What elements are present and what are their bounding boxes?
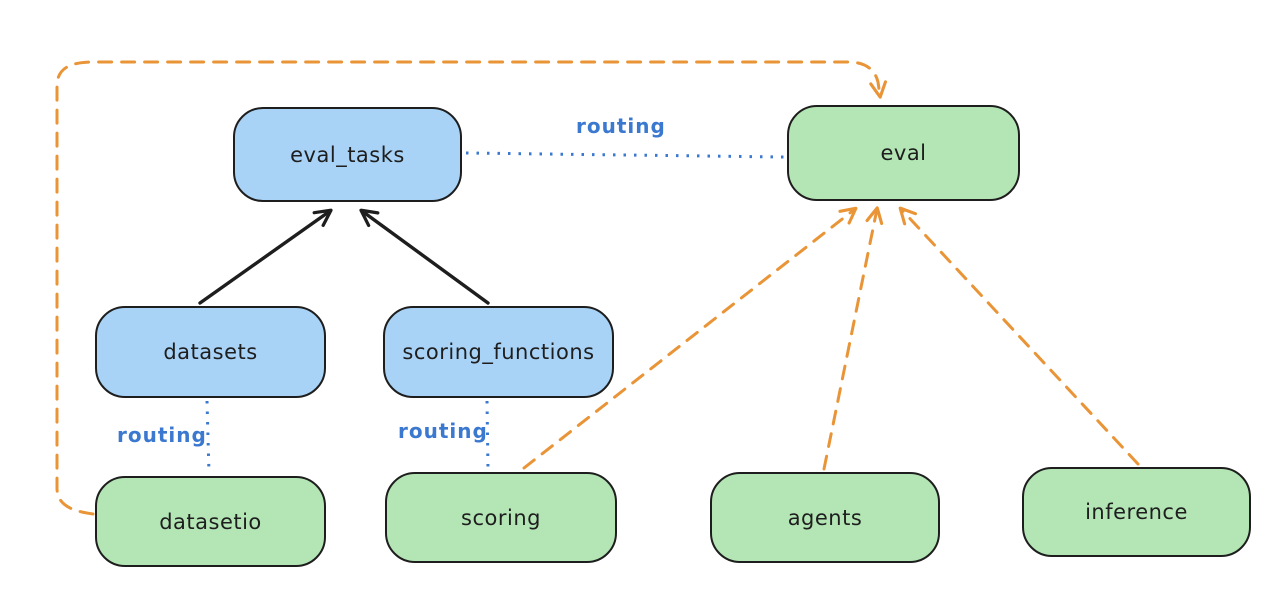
routing-label-eval-tasks-eval: routing (576, 114, 666, 138)
edge-eval-tasks-to-eval-routing (465, 151, 785, 159)
edge-datasets-to-eval-tasks (198, 208, 333, 305)
node-datasets-label: datasets (163, 340, 258, 364)
node-scoring-label: scoring (461, 505, 541, 530)
node-eval-tasks-label: eval_tasks (290, 142, 405, 167)
node-eval-label: eval (880, 141, 927, 165)
node-agents: agents (710, 472, 940, 563)
node-agents-label: agents (787, 505, 863, 530)
edge-datasetio-to-eval-loop (55, 60, 888, 516)
node-eval-tasks: eval_tasks (233, 107, 462, 202)
node-eval: eval (787, 105, 1020, 201)
node-datasets: datasets (95, 306, 326, 398)
edge-agents-to-eval (822, 206, 884, 471)
edge-scoring-functions-to-eval-tasks (359, 208, 490, 305)
edge-inference-to-eval (898, 206, 1140, 466)
edge-scoring-to-eval (522, 206, 858, 470)
edge-datasets-to-datasetio-routing (205, 400, 211, 474)
routing-label-datasets-datasetio: routing (117, 423, 207, 447)
routing-label-scoring-functions-scoring: routing (398, 419, 488, 443)
node-inference: inference (1022, 467, 1251, 557)
node-scoring: scoring (385, 472, 617, 563)
node-scoring-functions: scoring_functions (383, 306, 614, 398)
node-inference-label: inference (1085, 500, 1188, 524)
node-datasetio-label: datasetio (159, 509, 262, 534)
edge-scoring-functions-to-scoring-routing (485, 400, 490, 470)
node-datasetio: datasetio (95, 476, 326, 567)
node-scoring-functions-label: scoring_functions (402, 340, 595, 364)
